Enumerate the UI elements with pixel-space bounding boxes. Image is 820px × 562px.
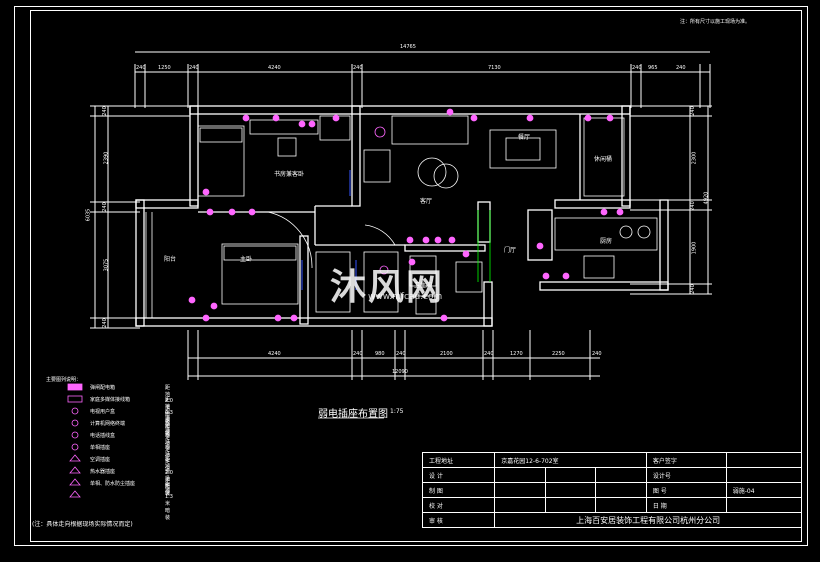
dim-right-1: 240 [689, 106, 696, 116]
top-note: 注：所有尺寸以施工现场为准。 [680, 19, 751, 25]
dim-overall-bottom: 12090 [392, 369, 408, 375]
room-living: 客厅 [420, 198, 433, 205]
dim-right-overall: 4920 [703, 191, 710, 205]
legend-item-note: 距地 2.0米暗装 [165, 385, 173, 425]
legend-item-name: 弹闸配电箱 [90, 385, 116, 391]
dim-top-9: 240 [676, 65, 686, 71]
room-dining: 餐厅 [518, 134, 531, 141]
dim-bottom-8: 2250 [552, 351, 565, 357]
dim-top-2: 1250 [158, 65, 171, 71]
dim-top-5: 240 [353, 65, 363, 71]
company-name: 上海百安居装饰工程有限公司杭州分公司 [494, 512, 802, 528]
dim-top-4: 4240 [268, 65, 281, 71]
legend-title: 主要图列说明： [46, 377, 82, 383]
legend-footnote: (注：具体走向根据现场实际情况而定) [32, 521, 133, 528]
dim-left-4: 3075 [103, 258, 110, 272]
legend-item-note: 现场定位 [165, 421, 171, 448]
client-label: 客户签字 [645, 452, 727, 468]
legend-item-name: 单相、防水防尘插座 [90, 481, 136, 487]
site-value: 京嘉花园12-6-702室 [494, 452, 647, 468]
site-label: 工程地址 [421, 452, 496, 468]
dim-right-2: 2300 [691, 151, 698, 165]
dim-right-4: 1900 [691, 241, 698, 255]
room-master: 主卧 [240, 256, 253, 263]
legend-item-note: 现场定位 [165, 433, 171, 460]
design-label: 设 计 [421, 467, 496, 483]
drawing-no-label: 图 号 [645, 482, 727, 498]
drawing-scale: 1:75 [390, 408, 404, 415]
dim-top-1: 240 [136, 65, 146, 71]
room-leisure: 休闲桶 [594, 156, 613, 163]
dim-bottom-3: 980 [375, 351, 385, 357]
legend-item-name: 电话插线盒 [90, 433, 116, 439]
drawing-no-value: 弱施-04 [725, 482, 803, 498]
drawing-title: 弱电插座布置图 [318, 409, 388, 420]
dim-bottom-2: 240 [353, 351, 363, 357]
draw-label: 制 图 [421, 482, 496, 498]
legend-item-note: 距地 1.3米暗装 [165, 481, 173, 521]
date-label: 日 期 [645, 497, 727, 513]
dim-top-8: 965 [648, 65, 658, 71]
dim-left-2: 2390 [103, 151, 110, 165]
outer-frame [14, 6, 808, 546]
dim-overall-top: 14765 [400, 44, 416, 50]
legend-item-note: 现场定位 [165, 409, 171, 436]
dim-bottom-6: 240 [484, 351, 494, 357]
legend-item-name: 电视用户盒 [90, 409, 116, 415]
legend-item-name: 单相插座 [90, 445, 111, 451]
dim-bottom-5: 2100 [440, 351, 453, 357]
legend-item-name: 计算机网络终端 [90, 421, 126, 427]
dim-top-6: 7130 [488, 65, 501, 71]
legend-item-name: 热水器插座 [90, 469, 116, 475]
watermark-url: www.mfcad.com [368, 292, 443, 302]
room-kitchen: 厨房 [600, 238, 613, 245]
dim-left-1: 240 [101, 106, 108, 116]
dim-top-3: 240 [189, 65, 199, 71]
watermark-brand: 沐风网 [330, 267, 445, 308]
dim-left-overall: 6035 [85, 208, 92, 222]
room-balcony: 阳台 [164, 256, 177, 263]
title-block: 工程地址 京嘉花园12-6-702室 客户签字 设 计 设计号 制 图 图 号 … [421, 452, 803, 528]
legend-item-note: 距地 0.3米暗装 [165, 397, 173, 437]
dim-bottom-9: 240 [592, 351, 602, 357]
dim-bottom-1: 4240 [268, 351, 281, 357]
legend-item-note: 距地 2.0米暗装 [165, 457, 173, 497]
dim-bottom-7: 1270 [510, 351, 523, 357]
review-label: 审 核 [421, 512, 496, 528]
room-study: 书房兼客卧 [274, 171, 305, 178]
legend-item-name: 空调插座 [90, 457, 111, 463]
legend-item-note: 现场定位 [165, 469, 171, 496]
design-no-label: 设计号 [645, 467, 727, 483]
room-entry: 门厅 [504, 247, 517, 254]
legend-item-name: 家庭多媒体接线箱 [90, 397, 131, 403]
dim-top-7: 240 [632, 65, 642, 71]
dim-right-3: 240 [689, 201, 696, 211]
dim-left-5: 240 [101, 318, 108, 328]
dim-bottom-4: 240 [396, 351, 406, 357]
legend-item-note: 现场定位 [165, 445, 171, 472]
dim-right-5: 240 [689, 284, 696, 294]
dim-left-3: 240 [101, 202, 108, 212]
room-bath: 卫生间 [414, 282, 433, 289]
check-label: 校 对 [421, 497, 496, 513]
inner-frame [30, 10, 802, 542]
